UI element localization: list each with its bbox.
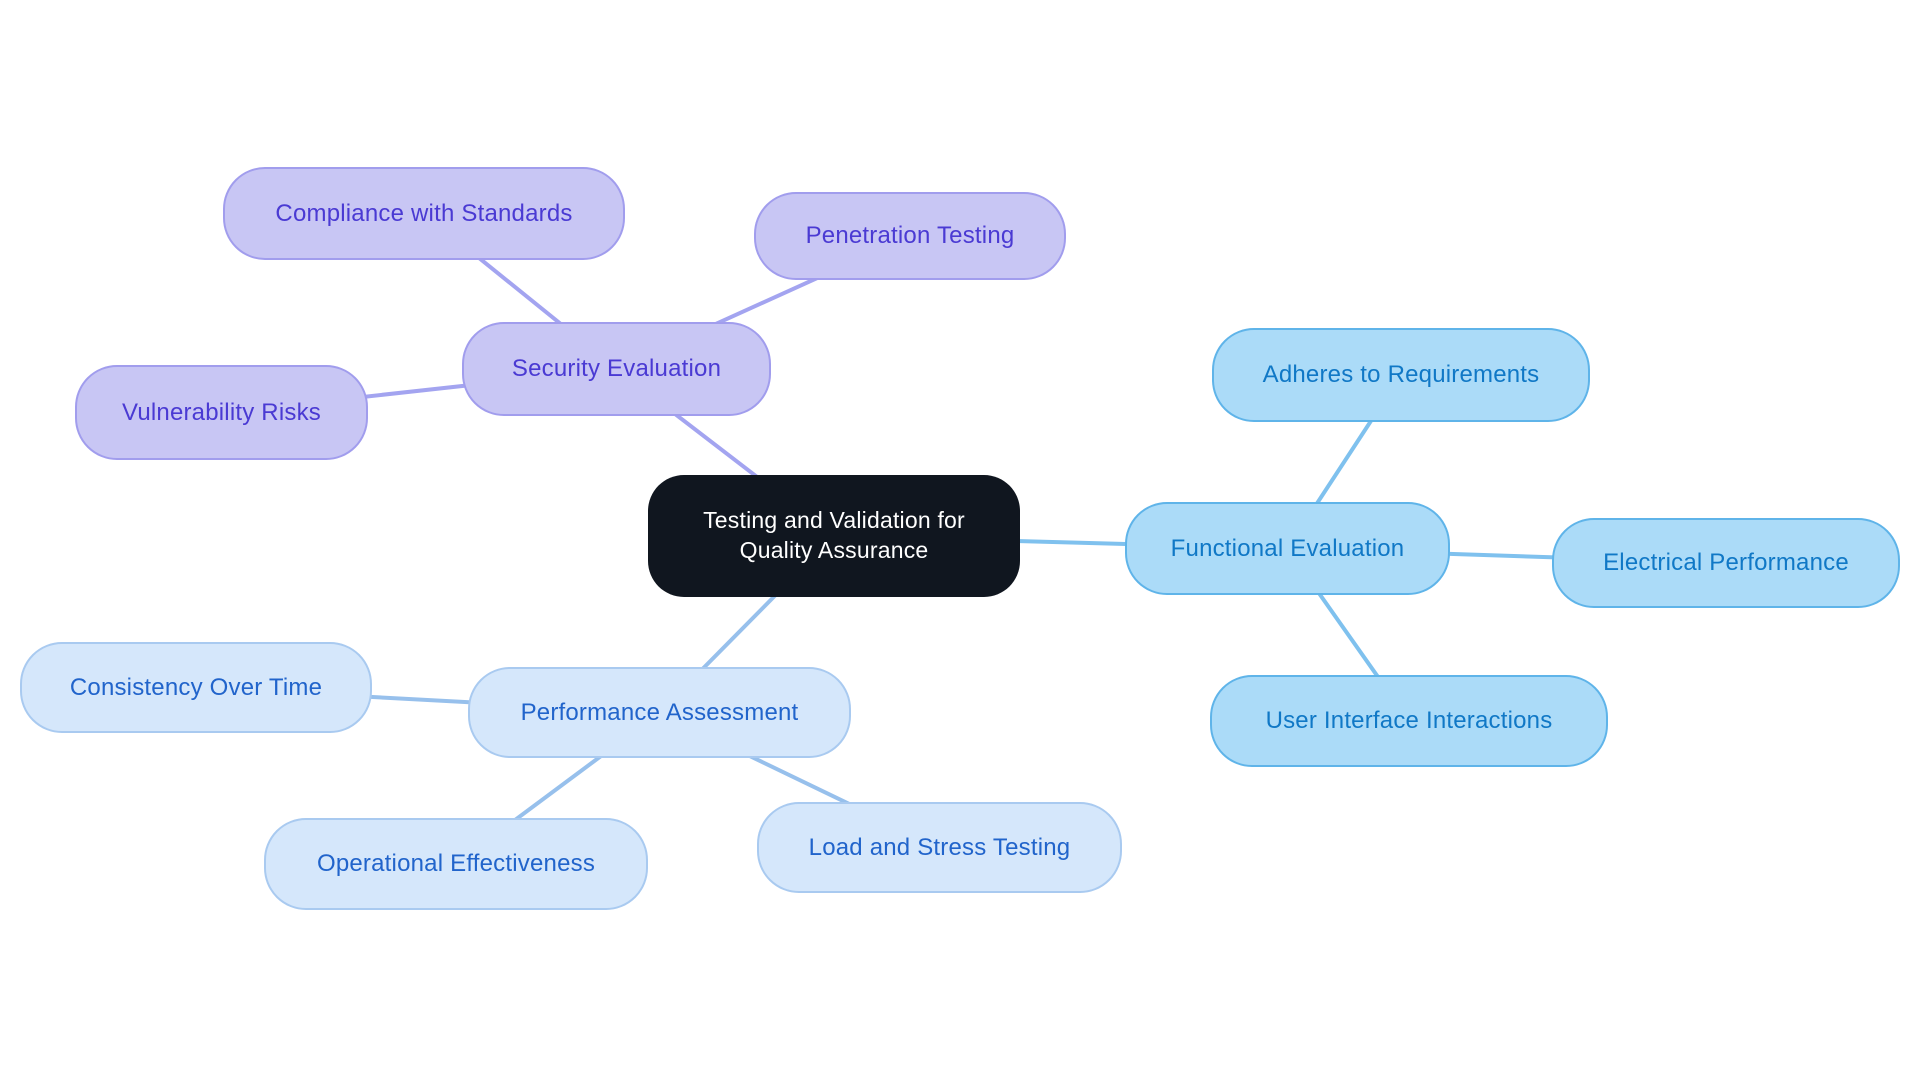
central-topic-node[interactable]: Testing and Validation for Quality Assur… <box>648 475 1020 597</box>
branch-label: Security Evaluation <box>511 355 722 382</box>
child-node-penetration-testing[interactable]: Penetration Testing <box>754 192 1066 280</box>
child-label: Compliance with Standards <box>275 199 573 227</box>
child-node-load-and-stress-testing[interactable]: Load and Stress Testing <box>757 802 1122 893</box>
central-topic-label: Testing and Validation for Quality Assur… <box>703 507 965 563</box>
child-node-vulnerability-risks[interactable]: Vulnerability Risks <box>75 365 368 460</box>
child-label: Electrical Performance <box>1603 549 1849 576</box>
branch-node-performance-assessment[interactable]: Performance Assessment <box>468 667 851 758</box>
child-label: Load and Stress Testing <box>808 833 1071 861</box>
child-label: Consistency Over Time <box>69 673 323 701</box>
branch-label: Functional Evaluation <box>1170 534 1405 562</box>
child-node-operational-effectiveness[interactable]: Operational Effectiveness <box>264 818 648 910</box>
child-label: User Interface Interactions <box>1265 707 1553 734</box>
child-node-compliance-with-standards[interactable]: Compliance with Standards <box>223 167 625 260</box>
branch-label: Performance Assessment <box>520 698 799 726</box>
child-node-adheres-to-requirements[interactable]: Adheres to Requirements <box>1212 328 1590 422</box>
child-label: Adheres to Requirements <box>1262 361 1540 388</box>
child-node-consistency-over-time[interactable]: Consistency Over Time <box>20 642 372 733</box>
branch-node-security-evaluation[interactable]: Security Evaluation <box>462 322 771 416</box>
child-label: Vulnerability Risks <box>122 398 321 426</box>
child-node-electrical-performance[interactable]: Electrical Performance <box>1552 518 1900 608</box>
child-node-user-interface-interactions[interactable]: User Interface Interactions <box>1210 675 1608 767</box>
branch-node-functional-evaluation[interactable]: Functional Evaluation <box>1125 502 1450 595</box>
child-label: Penetration Testing <box>805 222 1015 249</box>
child-label: Operational Effectiveness <box>316 850 596 877</box>
